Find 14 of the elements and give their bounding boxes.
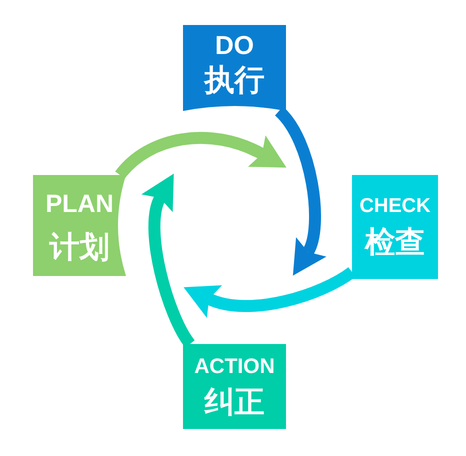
stage-title: PLAN (44, 192, 115, 217)
stage-box (33, 175, 126, 276)
stage-box (183, 25, 286, 111)
stage-title: DO (214, 32, 255, 58)
stage-title: ACTION (193, 356, 276, 377)
stage-label: 纠正 (203, 388, 266, 418)
stage-box (352, 175, 438, 279)
stage-box (183, 344, 286, 429)
stage-label: 执行 (202, 66, 266, 96)
curved-arrow (274, 106, 327, 278)
stage-title: CHECK (358, 196, 432, 216)
stage-label: 检查 (363, 228, 426, 258)
stage-label: 计划 (48, 233, 110, 263)
curved-arrow (115, 132, 288, 179)
